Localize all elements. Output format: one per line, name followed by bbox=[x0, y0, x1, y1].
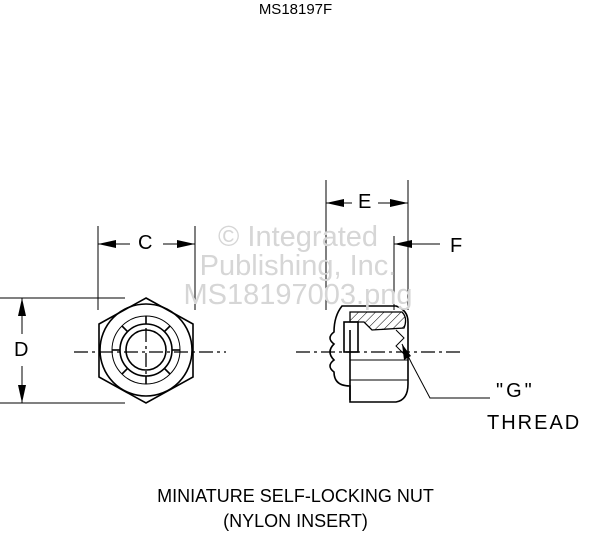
insert-cavity bbox=[343, 321, 359, 353]
thread-g-label: "G" bbox=[496, 380, 535, 402]
dim-c-arrow-right bbox=[177, 240, 195, 248]
dim-d-label: D bbox=[14, 339, 29, 361]
thread-profile bbox=[395, 329, 405, 355]
caption-title: MINIATURE SELF-LOCKING NUT bbox=[157, 486, 434, 506]
slots bbox=[112, 316, 180, 384]
dim-c-label: C bbox=[138, 232, 153, 254]
dim-f-arrow bbox=[394, 240, 412, 248]
dim-d-arrow-bottom bbox=[18, 385, 26, 403]
dim-e-arrow-right bbox=[390, 199, 408, 207]
thread-leader-arrow bbox=[402, 344, 411, 360]
part-number: MS18197F bbox=[258, 1, 333, 18]
thread-label: THREAD bbox=[487, 412, 582, 434]
dim-c-arrow-left bbox=[98, 240, 116, 248]
dim-e-label: E bbox=[358, 191, 372, 213]
side-view bbox=[296, 180, 490, 403]
caption-subtitle: (NYLON INSERT) bbox=[223, 511, 368, 531]
dim-d-arrow-top bbox=[18, 298, 26, 316]
dim-f-label: F bbox=[450, 235, 463, 257]
dim-e-arrow-left bbox=[326, 199, 344, 207]
front-view bbox=[0, 226, 226, 404]
chamfer-circle bbox=[99, 303, 193, 397]
hex-outline bbox=[98, 297, 194, 404]
side-body-outline bbox=[329, 305, 409, 403]
nylon-insert-hatch bbox=[349, 311, 407, 331]
